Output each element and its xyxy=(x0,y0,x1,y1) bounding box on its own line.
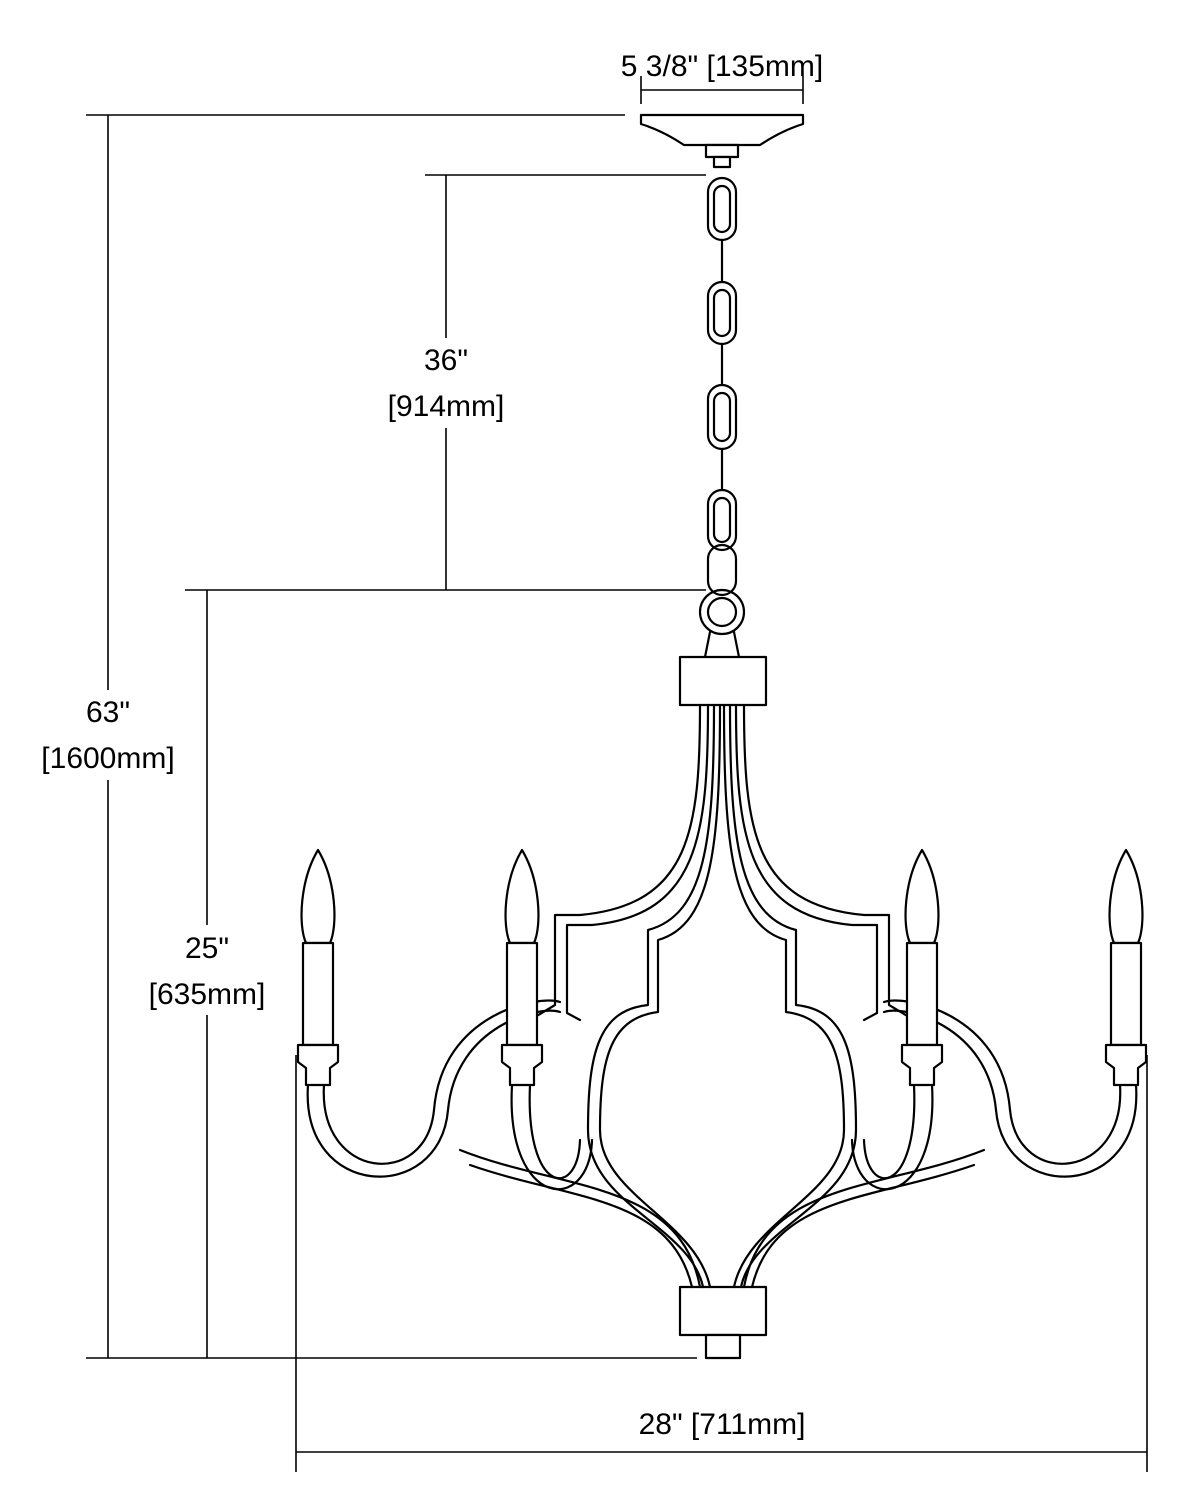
chain-length-dimension: 36" [914mm] xyxy=(366,174,706,590)
frame-right-half xyxy=(722,703,1148,1289)
overall-height-metric: [1600mm] xyxy=(41,742,174,775)
fixture-height-metric: [635mm] xyxy=(149,978,266,1011)
fixture-width-label: 28" [711mm] xyxy=(639,1408,806,1441)
canopy xyxy=(639,113,805,169)
candle-left-outer xyxy=(296,848,340,1087)
chain-length-imperial: 36" xyxy=(424,344,468,377)
overall-height-imperial: 63" xyxy=(86,696,130,729)
candle-left-inner xyxy=(500,848,544,1087)
chain-length-metric: [914mm] xyxy=(388,390,505,423)
overall-height-dimension: 63" [1600mm] xyxy=(20,114,697,1359)
fixture-height-imperial: 25" xyxy=(185,932,229,965)
chain xyxy=(698,176,746,659)
fixture-height-dimension: 25" [635mm] xyxy=(132,589,706,1358)
bottom-hub xyxy=(678,1285,768,1360)
canopy-width-dimension: 5 3/8" [135mm] xyxy=(621,50,823,104)
canopy-width-label: 5 3/8" [135mm] xyxy=(621,50,823,83)
fixture-width-dimension: 28" [711mm] xyxy=(295,1055,1148,1472)
top-hub xyxy=(678,655,768,707)
frame-left-half xyxy=(296,703,722,1289)
